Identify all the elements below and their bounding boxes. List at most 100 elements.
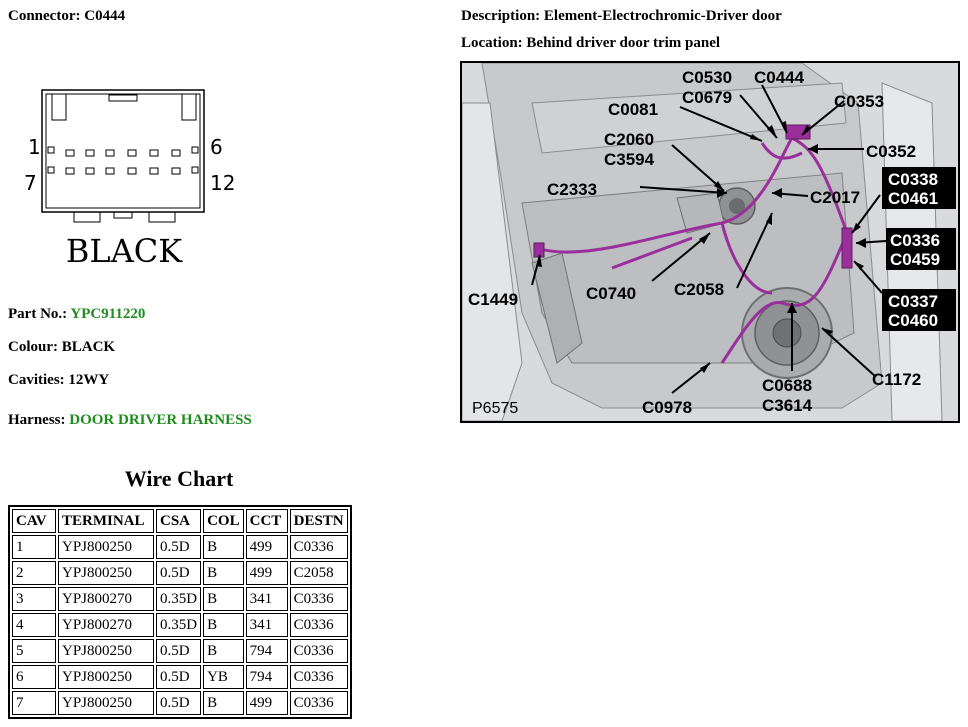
callout-c2017: C2017 (810, 188, 860, 207)
cell-col: B (203, 613, 244, 637)
callout-c0444: C0444 (754, 68, 805, 87)
callout-c0688: C0688 (762, 376, 812, 395)
description-line: Description: Element-Electrochromic-Driv… (461, 8, 782, 25)
cell-destn: C2058 (289, 561, 348, 585)
callout-c0353: C0353 (834, 92, 884, 111)
header-cct: CCT (245, 509, 288, 533)
callout-c3594: C3594 (604, 150, 655, 169)
cell-csa: 0.5D (156, 665, 202, 689)
callout-c3614: C3614 (762, 396, 813, 415)
colour-value: BLACK (61, 339, 116, 355)
cavities-value: 12WY (68, 372, 110, 388)
colour-label: Colour: (8, 339, 58, 355)
callout-c0081: C0081 (608, 100, 658, 119)
cell-col: B (203, 561, 244, 585)
header-terminal: TERMINAL (58, 509, 154, 533)
table-row: 2 YPJ800250 0.5D B 499 C2058 (12, 561, 348, 585)
cavities-label: Cavities: (8, 372, 65, 388)
location-label: Location: (461, 35, 523, 51)
cell-cav: 1 (12, 535, 56, 559)
cell-cav: 5 (12, 639, 56, 663)
door-location-illustration: C0530 C0444 C0679 C0353 C0081 C2060 C359… (460, 61, 960, 423)
callout-c0530: C0530 (682, 68, 732, 87)
header-col: COL (203, 509, 244, 533)
cell-col: B (203, 535, 244, 559)
cell-terminal: YPJ800270 (58, 587, 154, 611)
callout-c0352: C0352 (866, 142, 916, 161)
cell-cct: 499 (245, 535, 288, 559)
cell-terminal: YPJ800250 (58, 535, 154, 559)
table-row: 3 YPJ800270 0.35D B 341 C0336 (12, 587, 348, 611)
part-no-link[interactable]: YPC911220 (70, 306, 146, 322)
part-no-line: Part No.: YPC911220 (8, 306, 145, 323)
connector-colour-label: BLACK (66, 232, 183, 270)
connector-line: Connector: C0444 (8, 8, 125, 25)
cell-csa: 0.35D (156, 587, 202, 611)
harness-line: Harness: DOOR DRIVER HARNESS (8, 412, 252, 429)
cell-cav: 3 (12, 587, 56, 611)
cell-destn: C0336 (289, 639, 348, 663)
callout-c1172: C1172 (872, 370, 921, 389)
cell-csa: 0.5D (156, 691, 202, 715)
harness-label: Harness: (8, 412, 66, 428)
table-row: 7 YPJ800250 0.5D B 499 C0336 (12, 691, 348, 715)
description-label: Description: (461, 8, 541, 24)
figure-id: P6575 (472, 400, 518, 417)
table-row: 4 YPJ800270 0.35D B 341 C0336 (12, 613, 348, 637)
cell-terminal: YPJ800250 (58, 665, 154, 689)
location-line: Location: Behind driver door trim panel (461, 35, 720, 52)
callout-c0978: C0978 (642, 398, 692, 417)
part-no-label: Part No.: (8, 306, 68, 322)
table-header-row: CAV TERMINAL CSA COL CCT DESTN (12, 509, 348, 533)
callout-c1449: C1449 (468, 290, 518, 309)
cavities-line: Cavities: 12WY (8, 372, 109, 389)
cell-cct: 794 (245, 639, 288, 663)
location-value: Behind driver door trim panel (526, 35, 721, 51)
callout-c2058: C2058 (674, 280, 724, 299)
connector-value: C0444 (84, 8, 126, 24)
callout-c0337: C0337 (888, 292, 938, 311)
table-row: 5 YPJ800250 0.5D B 794 C0336 (12, 639, 348, 663)
cell-terminal: YPJ800250 (58, 691, 154, 715)
cell-destn: C0336 (289, 587, 348, 611)
cell-col: B (203, 639, 244, 663)
header-cav: CAV (12, 509, 56, 533)
harness-link[interactable]: DOOR DRIVER HARNESS (69, 412, 252, 428)
header-csa: CSA (156, 509, 202, 533)
connector-face-diagram: 1 6 7 12 BLACK (24, 89, 235, 270)
cell-cav: 2 (12, 561, 56, 585)
table-row: 1 YPJ800250 0.5D B 499 C0336 (12, 535, 348, 559)
cell-col: B (203, 691, 244, 715)
cell-cct: 341 (245, 613, 288, 637)
cell-cav: 4 (12, 613, 56, 637)
callout-c2333: C2333 (547, 180, 597, 199)
door-illustration-svg: C0530 C0444 C0679 C0353 C0081 C2060 C359… (462, 63, 958, 421)
description-value: Element-Electrochromic-Driver door (543, 8, 782, 24)
pin-12-label: 12 (210, 171, 235, 195)
cell-col: B (203, 587, 244, 611)
wire-chart-title: Wire Chart (124, 466, 234, 491)
connector-label: Connector: (8, 8, 81, 24)
callout-c0461: C0461 (888, 189, 938, 208)
cell-destn: C0336 (289, 613, 348, 637)
cell-cct: 794 (245, 665, 288, 689)
cell-terminal: YPJ800270 (58, 613, 154, 637)
callout-c0460: C0460 (888, 311, 938, 330)
pin-7-label: 7 (24, 171, 37, 195)
cell-csa: 0.5D (156, 561, 202, 585)
cell-col: YB (203, 665, 244, 689)
callout-c0740: C0740 (586, 284, 636, 303)
wire-chart-table: CAV TERMINAL CSA COL CCT DESTN 1 YPJ8002… (8, 505, 352, 719)
cell-csa: 0.35D (156, 613, 202, 637)
cell-csa: 0.5D (156, 639, 202, 663)
cell-cct: 499 (245, 561, 288, 585)
cell-csa: 0.5D (156, 535, 202, 559)
cell-cav: 6 (12, 665, 56, 689)
callout-c0459: C0459 (890, 250, 940, 269)
cell-destn: C0336 (289, 535, 348, 559)
cell-destn: C0336 (289, 691, 348, 715)
pin-1-label: 1 (28, 135, 41, 159)
callout-c0338: C0338 (888, 170, 938, 189)
table-row: 6 YPJ800250 0.5D YB 794 C0336 (12, 665, 348, 689)
colour-line: Colour: BLACK (8, 339, 115, 356)
